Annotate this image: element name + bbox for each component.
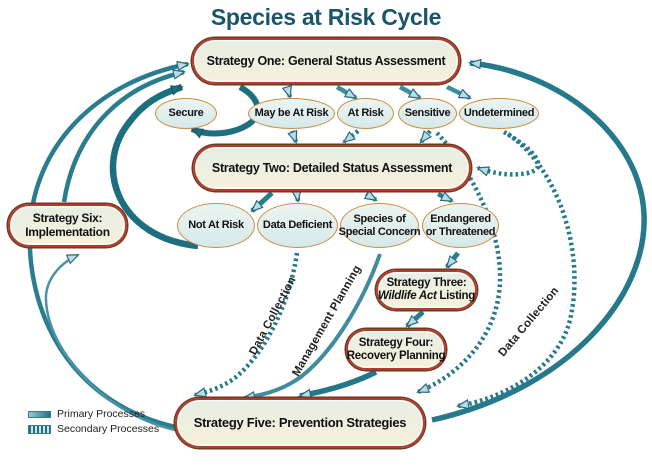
status-oval-special-concern: Species of Special Concern bbox=[338, 203, 421, 248]
arrow-maybe-at-risk-to-s2 bbox=[292, 131, 299, 142]
arrow-s2-to-endangered bbox=[436, 194, 452, 204]
arrow-s1-to-sensitive bbox=[398, 85, 420, 100]
status-at-risk-label: At Risk bbox=[347, 107, 384, 120]
strategy-three-act-name: Wildlife Act bbox=[378, 290, 437, 302]
status-sensitive-label: Sensitive bbox=[404, 107, 451, 120]
strategy-four-prefix: Strategy Four: bbox=[358, 336, 434, 349]
strategy-two-label: Detailed Status Assessment bbox=[292, 161, 453, 175]
status-oval-sensitive: Sensitive bbox=[398, 98, 457, 129]
arrow-s1-to-at-risk bbox=[335, 85, 356, 100]
legend-primary-row: Primary Processes bbox=[28, 408, 145, 420]
strategy-four-label: Recovery Planning bbox=[346, 349, 446, 362]
arrow-s1-to-undetermined bbox=[446, 84, 470, 101]
status-undetermined-label: Undetermined bbox=[463, 107, 535, 120]
primary-process-swatch bbox=[28, 410, 51, 418]
legend-secondary-label: Secondary Processes bbox=[57, 423, 160, 435]
legend-primary-label: Primary Processes bbox=[57, 408, 146, 420]
arrow-endangered-to-s3 bbox=[445, 251, 460, 267]
strategy-six-box: Strategy Six: Implementation bbox=[8, 204, 127, 247]
arrow-s6-to-s1 bbox=[61, 72, 184, 203]
strategy-five-box: Strategy Five: Prevention Strategies bbox=[175, 398, 425, 448]
status-endangered-line1: Endangered bbox=[430, 213, 491, 226]
arrow-s1-secure-loop bbox=[192, 84, 261, 133]
strategy-three-label: Listing bbox=[439, 290, 475, 302]
status-oval-endangered: Endangered or Threatened bbox=[422, 203, 499, 248]
arrow-s2-to-special-concern bbox=[366, 194, 376, 202]
strategy-one-prefix: Strategy One: bbox=[206, 54, 285, 68]
status-special-concern-line2: Special Concern bbox=[338, 225, 421, 238]
strategy-one-label: General Status Assessment bbox=[287, 54, 446, 68]
arrow-s2-to-data-deficient bbox=[297, 194, 298, 201]
arrow-s4-to-s5 bbox=[300, 369, 378, 396]
strategy-five-label: Prevention Strategies bbox=[278, 414, 407, 430]
strategy-three-prefix: Strategy Three: bbox=[386, 277, 467, 290]
status-oval-data-deficient: Data Deficient bbox=[257, 203, 338, 248]
diagram-title: Species at Risk Cycle bbox=[210, 4, 442, 30]
legend-secondary-row: Secondary Processes bbox=[28, 423, 159, 435]
secondary-process-swatch bbox=[28, 424, 51, 434]
strategy-five-prefix: Strategy Five: bbox=[193, 414, 276, 430]
arrow-at-risk-to-s2 bbox=[344, 129, 360, 144]
arrow-not-at-risk-to-s1 bbox=[109, 83, 199, 250]
status-may-be-at-risk-label: May be At Risk bbox=[254, 107, 329, 120]
arrow-s3-to-s4 bbox=[405, 310, 425, 328]
strategy-two-box: Strategy Two: Detailed Status Assessment bbox=[193, 145, 471, 191]
arrow-undetermined-to-s2-loop bbox=[478, 130, 541, 177]
strategy-six-prefix: Strategy Six: bbox=[32, 211, 103, 226]
strategy-four-box: Strategy Four: Recovery Planning bbox=[346, 329, 446, 370]
arrow-special-concern-to-s5 bbox=[244, 253, 382, 398]
status-secure-label: Secure bbox=[168, 107, 204, 120]
status-oval-not-at-risk: Not At Risk bbox=[177, 203, 255, 248]
arrow-sensitive-to-s2 bbox=[419, 129, 430, 142]
strategy-three-box: Strategy Three: Wildlife Act Listing bbox=[376, 270, 477, 310]
status-data-deficient-label: Data Deficient bbox=[262, 219, 333, 232]
strategy-one-box: Strategy One: General Status Assessment bbox=[192, 38, 460, 84]
arrow-data-deficient-to-s5 bbox=[195, 252, 300, 395]
strategy-two-prefix: Strategy Two: bbox=[211, 161, 290, 175]
status-oval-secure: Secure bbox=[155, 98, 217, 129]
status-not-at-risk-label: Not At Risk bbox=[188, 219, 244, 232]
arrow-s2-to-not-at-risk bbox=[250, 191, 274, 213]
arrow-s5-to-s6 bbox=[44, 253, 187, 434]
strategy-six-label: Implementation bbox=[25, 224, 110, 239]
status-oval-at-risk: At Risk bbox=[337, 98, 394, 129]
status-special-concern-line1: Species of bbox=[353, 213, 406, 226]
arrow-s5-to-s1-right bbox=[431, 63, 647, 423]
arrow-s1-to-maybe-at-risk bbox=[287, 87, 293, 97]
status-oval-may-be-at-risk: May be At Risk bbox=[248, 98, 335, 129]
status-oval-undetermined: Undetermined bbox=[459, 98, 539, 129]
status-endangered-line2: or Threatened bbox=[425, 225, 496, 238]
